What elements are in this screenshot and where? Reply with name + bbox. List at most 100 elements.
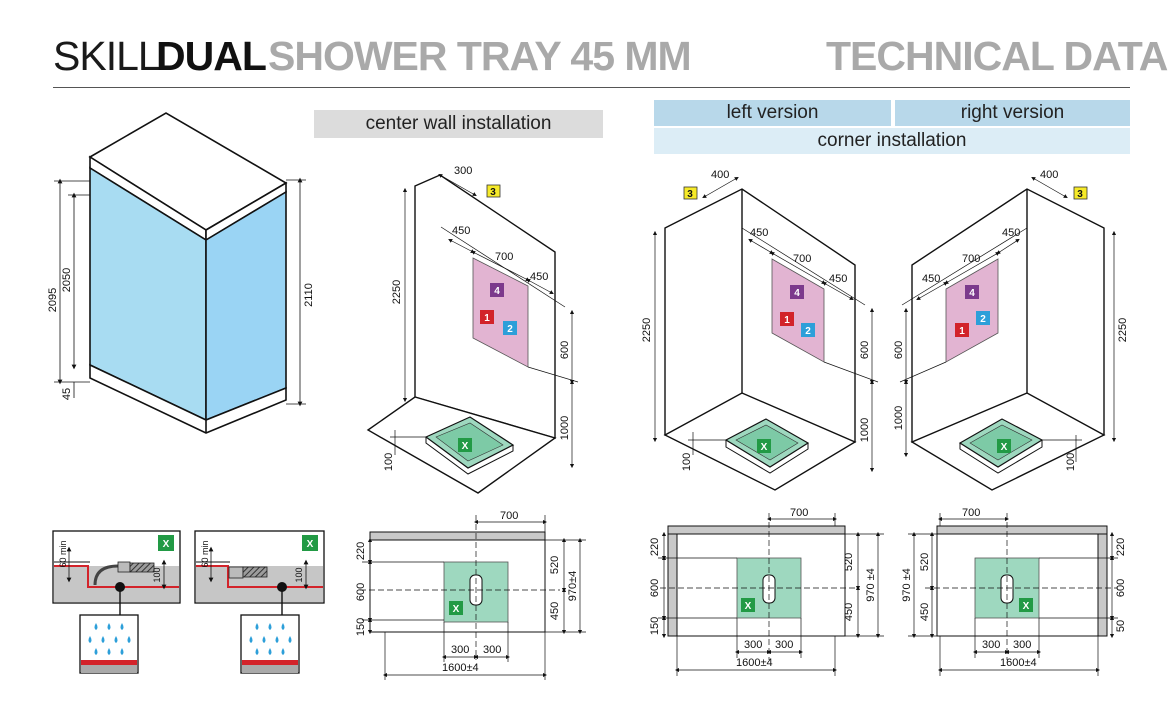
center-dim-1000: 1000 [559,416,571,440]
right-plan: X 700 [901,507,1127,676]
drain-a-dim-100: 100 [152,567,162,582]
left-plan-dim-600: 600 [649,579,661,597]
center-plan: X 700 [355,510,586,680]
center-plan-dim-150: 150 [355,618,367,636]
left-marker-1: 1 [784,315,790,326]
left-plan-dim-970: 970 ±4 [865,568,877,602]
right-dim-700: 700 [962,253,980,265]
right-dim-2250: 2250 [1117,318,1129,342]
center-dim-600: 600 [559,341,571,359]
left-dim-700: 700 [793,253,811,265]
center-plan-dim-300a: 300 [451,644,469,656]
center-dim-450b: 450 [530,271,548,283]
left-marker-2: 2 [805,326,811,337]
center-plan-dim-700: 700 [500,510,518,522]
right-marker-4: 4 [969,288,975,299]
left-plan-marker-x: X [745,601,752,612]
title-rule [53,87,1130,88]
center-plan-marker-x: X [453,604,460,615]
right-plan-dim-970: 970 ±4 [901,568,913,602]
right-marker-2: 2 [980,314,986,325]
right-plan-dim-50: 50 [1115,620,1127,632]
right-marker-3: 3 [1077,189,1083,200]
right-plan-dim-520: 520 [919,553,931,571]
drain-detail-b: X 60 min 100 [194,530,325,674]
right-plan-dim-1600: 1600±4 [1000,657,1037,669]
center-marker-2: 2 [507,324,513,335]
center-plan-dim-970: 970±4 [567,571,579,602]
left-plan-dim-220: 220 [649,538,661,556]
center-marker-x: X [462,441,469,452]
left-dim-450b: 450 [829,273,847,285]
center-marker-3: 3 [490,187,496,198]
right-dim-450a: 450 [1002,227,1020,239]
label-left-version: left version [654,100,891,126]
left-dim-450a: 450 [750,227,768,239]
right-marker-1: 1 [959,326,965,337]
left-marker-4: 4 [794,288,800,299]
left-version-drawing: 3 4 1 2 X 400 450 700 450 2250 600 1000 … [641,169,879,491]
label-center-wall-installation: center wall installation [314,110,603,138]
label-right-version: right version [895,100,1130,126]
label-corner-installation: corner installation [654,128,1130,154]
center-marker-4: 4 [494,286,500,297]
right-dim-400: 400 [1040,169,1058,181]
right-plan-dim-600: 600 [1115,579,1127,597]
center-plan-dim-300b: 300 [483,644,501,656]
right-plan-dim-300a: 300 [982,639,1000,651]
left-dim-400: 400 [711,169,729,181]
right-plan-dim-450: 450 [919,603,931,621]
cabin-dim-2050: 2050 [61,268,73,292]
title-section: TECHNICAL DATA [826,33,1168,79]
drain-a-dim-60min: 60 min [58,540,68,567]
left-dim-1000: 1000 [859,418,871,442]
center-marker-1: 1 [484,313,490,324]
left-plan-dim-700: 700 [790,507,808,519]
right-version-drawing: 3 4 1 2 X 400 450 700 450 2250 600 1000 … [893,169,1129,491]
drain-b-dim-100: 100 [294,567,304,582]
right-plan-dim-300b: 300 [1013,639,1031,651]
left-marker-3: 3 [687,189,693,200]
center-dim-2250: 2250 [391,280,403,304]
left-plan-dim-300b: 300 [775,639,793,651]
center-plan-dim-220: 220 [355,542,367,560]
left-plan-dim-520: 520 [843,553,855,571]
cabin-dim-2110: 2110 [303,283,315,307]
center-plan-dim-600: 600 [355,583,367,601]
center-plan-dim-450: 450 [549,602,561,620]
left-plan-dim-150: 150 [649,617,661,635]
cabin-drawing [88,112,288,434]
left-dim-100: 100 [681,453,693,471]
drain-b-marker-x: X [307,539,314,550]
center-dim-300: 300 [454,165,472,177]
center-plan-dim-1600: 1600±4 [442,662,479,674]
right-plan-marker-x: X [1023,601,1030,612]
right-plan-dim-700: 700 [962,507,980,519]
right-dim-1000: 1000 [893,406,905,430]
center-plan-dim-520: 520 [549,556,561,574]
center-wall-drawing: 3 4 1 2 X 300 450 700 450 2250 600 1000 … [366,165,579,494]
drain-a-outlet-dot [115,582,125,592]
left-plan-dim-1600: 1600±4 [736,657,773,669]
cabin-dim-2095: 2095 [47,288,59,312]
right-marker-x: X [1001,442,1008,453]
cabin-dimensions [54,177,306,407]
title-brand-light: SKILL [53,33,161,79]
left-marker-x: X [761,442,768,453]
left-plan-dim-450: 450 [843,603,855,621]
right-dim-600: 600 [893,341,905,359]
right-dim-100: 100 [1065,453,1077,471]
drain-b-outlet-dot [277,582,287,592]
drain-detail-a: X 60 min 100 [52,530,181,674]
drain-a-marker-x: X [163,539,170,550]
left-dim-2250: 2250 [641,318,653,342]
center-dim-700: 700 [495,251,513,263]
cabin-dim-45: 45 [61,388,73,400]
left-plan-dim-300a: 300 [744,639,762,651]
right-plan-dim-220: 220 [1115,538,1127,556]
title-product: SHOWER TRAY 45 MM [268,33,692,79]
center-dim-450a: 450 [452,225,470,237]
left-plan: X 700 [649,507,884,676]
